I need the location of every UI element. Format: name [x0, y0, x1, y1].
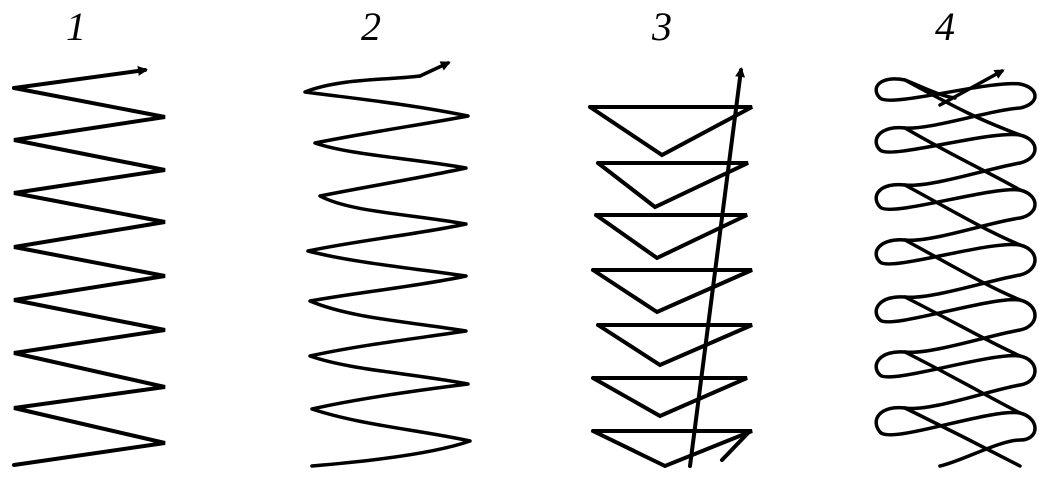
triangles-diagonal [688, 67, 746, 468]
loose-zigzag-path [303, 74, 472, 468]
pattern-label-2: 2 [361, 4, 381, 49]
triangle-4 [591, 268, 753, 315]
pattern-2-loose-zigzag [303, 61, 472, 468]
triangle-1 [588, 105, 753, 158]
zigzag-arrow [12, 65, 148, 90]
loose-zigzag-arrow [418, 61, 451, 78]
triangle-7 [591, 429, 753, 469]
figure-eight-arrow [938, 69, 1005, 107]
pattern-4-figure-eight [874, 69, 1037, 468]
pattern-1-zigzag [12, 65, 166, 467]
pattern-label-4: 4 [935, 4, 955, 49]
triangle-3 [594, 213, 748, 261]
pattern-label-3: 3 [651, 4, 672, 49]
zigzag-path [12, 86, 166, 467]
triangle-5 [596, 323, 753, 368]
pattern-3-triangles [588, 67, 753, 469]
pattern-label-1: 1 [66, 4, 86, 49]
figure-eight-crossings [903, 78, 1022, 468]
triangle-6 [591, 376, 748, 419]
triangles-tail [720, 431, 750, 462]
triangle-2 [596, 161, 749, 210]
